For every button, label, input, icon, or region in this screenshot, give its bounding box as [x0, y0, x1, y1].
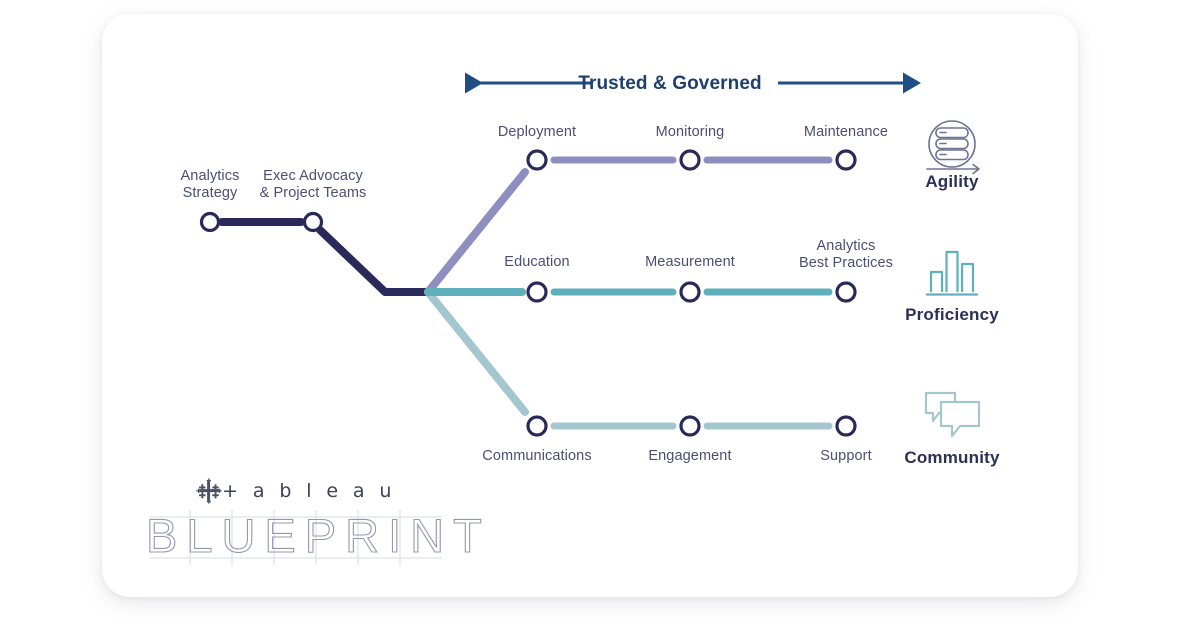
label-analytics-best-practices: Analytics Best Practices [798, 238, 894, 271]
diagonal-community [424, 288, 529, 416]
server-stack-arrow-icon [926, 120, 980, 175]
node-analytics-strategy[interactable] [199, 211, 221, 233]
label-maintenance: Maintenance [803, 124, 889, 140]
label-measurement: Measurement [645, 254, 735, 270]
label-monitoring: Monitoring [655, 124, 725, 140]
pillar-community: Community [904, 448, 1000, 467]
node-measurement[interactable] [679, 281, 701, 303]
page-title: Trusted & Governed [578, 73, 762, 94]
tableau-wordmark: + a b l e a u [222, 480, 396, 502]
tableau-logo-row: + a b l e a u [146, 478, 446, 508]
blueprint-product-name: BLUEPRINT [145, 508, 491, 562]
tableau-plus-cluster-mark [196, 478, 222, 504]
node-monitoring[interactable] [679, 149, 701, 171]
diagonal-agility [424, 168, 529, 296]
label-analytics-strategy: Analytics Strategy [180, 168, 240, 201]
label-exec-advocacy: Exec Advocacy & Project Teams [259, 168, 367, 201]
label-communications: Communications [482, 448, 592, 464]
node-rings [199, 149, 857, 437]
bar-chart-icon [925, 250, 979, 296]
label-engagement: Engagement [648, 448, 732, 464]
label-deployment: Deployment [497, 124, 577, 140]
node-support[interactable] [835, 415, 857, 437]
node-education[interactable] [526, 281, 548, 303]
branch-diagonals [424, 168, 529, 416]
label-education: Education [504, 254, 570, 270]
speech-bubbles-icon [924, 391, 981, 438]
blueprint-guide-lines [150, 510, 442, 565]
tableau-blueprint-logo: + a b l e a u BLUEPRINT [145, 478, 491, 566]
node-analytics-best-practices[interactable] [835, 281, 857, 303]
node-exec-advocacy[interactable] [302, 211, 324, 233]
node-deployment[interactable] [526, 149, 548, 171]
node-engagement[interactable] [679, 415, 701, 437]
node-maintenance[interactable] [835, 149, 857, 171]
label-support: Support [820, 448, 872, 464]
trunk-segment-2 [316, 226, 432, 296]
trunk-path [218, 218, 432, 296]
blueprint-card [102, 14, 1078, 597]
node-communications[interactable] [526, 415, 548, 437]
pillar-proficiency: Proficiency [905, 305, 999, 324]
pillar-agility: Agility [925, 172, 979, 191]
row-connectors [550, 156, 833, 430]
blueprint-wordmark-wrap: BLUEPRINT [145, 508, 491, 566]
